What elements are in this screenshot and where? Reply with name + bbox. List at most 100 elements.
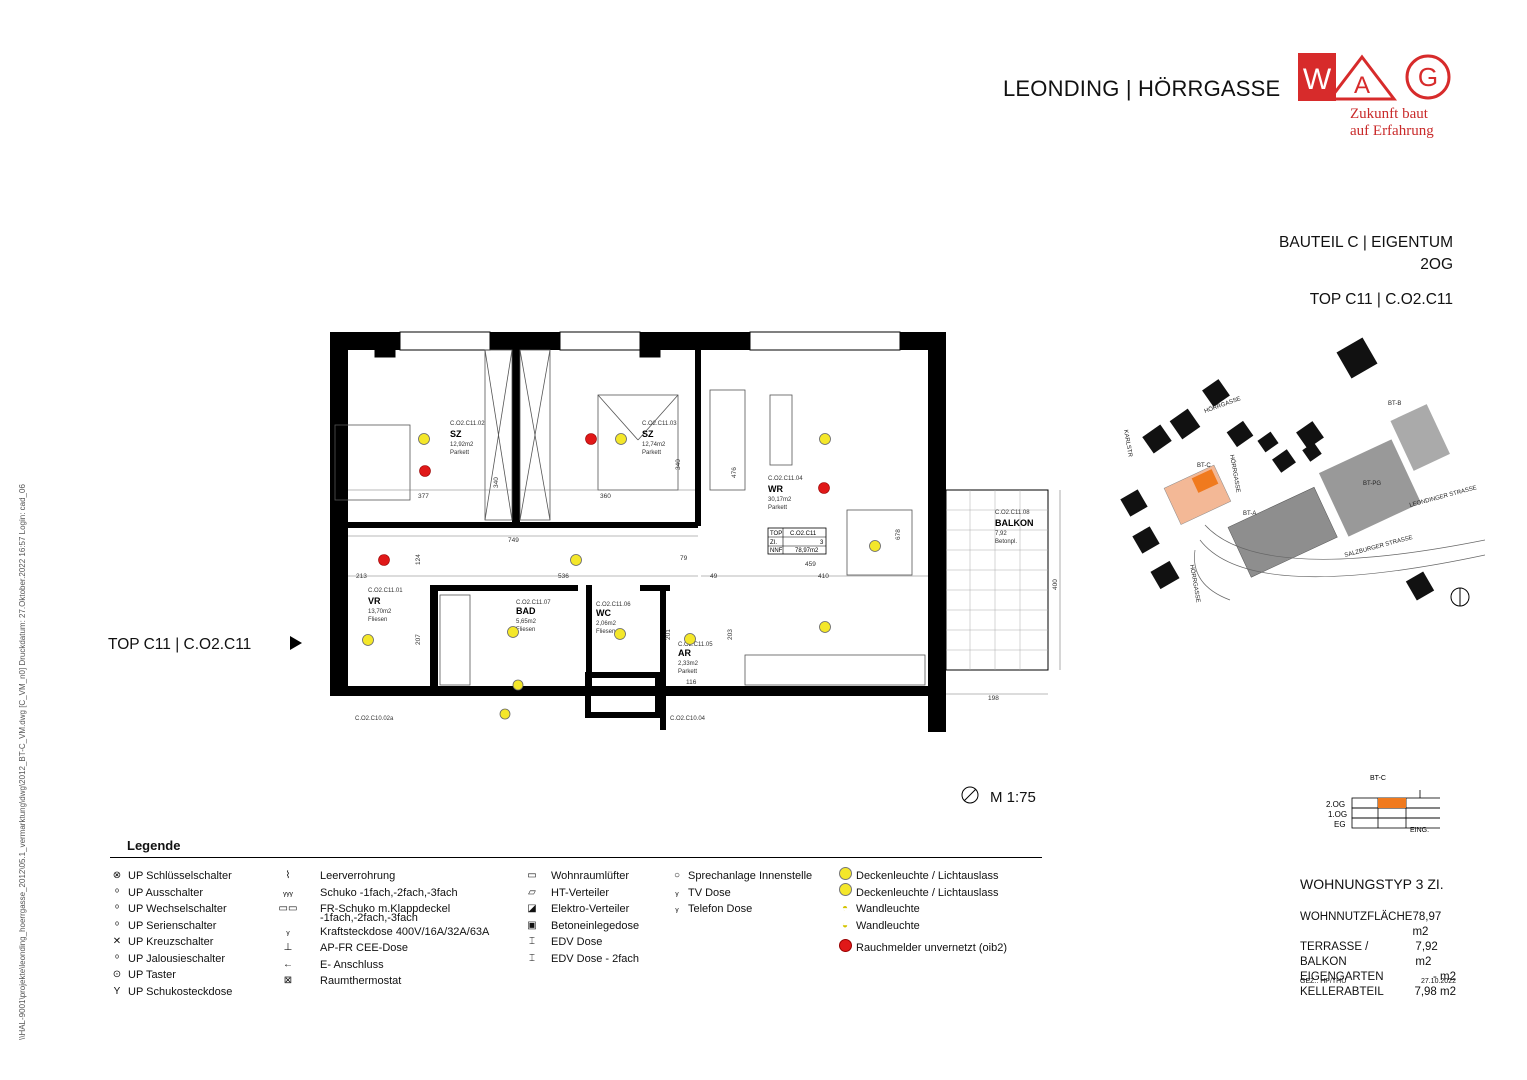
svg-text:13,70m2: 13,70m2 — [368, 609, 392, 615]
smoke-detector-icon — [838, 938, 852, 952]
file-path-stamp: \\HAL-9001\projekte\leonding_hoerrgasse_… — [18, 484, 27, 1040]
legend-item: ◒Wandleuchte — [836, 918, 1007, 935]
svg-text:Parkett: Parkett — [642, 450, 661, 456]
entry-unit-label: TOP C11 | C.O2.C11 — [108, 636, 252, 653]
concrete-box-icon: ▣ — [527, 919, 537, 931]
svg-text:HÖRRGASSE: HÖRRGASSE — [1188, 564, 1202, 603]
svg-text:HÖRRGASSE: HÖRRGASSE — [1228, 454, 1242, 493]
thermostat-icon: ⊠ — [283, 975, 293, 986]
legend-item: -1fach,-2fach,-3fach — [320, 911, 418, 924]
ceiling-light-icon — [615, 433, 627, 445]
svg-text:ZI.: ZI. — [770, 540, 777, 546]
windows — [374, 331, 901, 358]
dim-749: 749 — [508, 537, 519, 544]
wag-logo-graphic: W A G — [1298, 53, 1451, 101]
ht-panel-icon: ▱ — [528, 886, 536, 898]
dim-459: 459 — [805, 561, 816, 568]
svg-text:BAD: BAD — [516, 606, 536, 616]
drawing-date: 27.10.2022 — [1420, 978, 1456, 985]
svg-text:AR: AR — [678, 648, 691, 658]
floor-label: 2OG — [1420, 256, 1453, 273]
ceiling-light-icon — [819, 433, 831, 445]
svg-text:SALZBURGER STRASSE: SALZBURGER STRASSE — [1344, 535, 1414, 559]
svg-text:C.O2.C11.07: C.O2.C11.07 — [516, 600, 551, 606]
svg-text:C.O2.C11.04: C.O2.C11.04 — [768, 476, 803, 482]
legend-item: ⊠Raumthermostat — [258, 973, 489, 990]
legend-item: Rauchmelder unvernetzt (oib2) — [836, 938, 1007, 957]
svg-text:C.O2.C11.02: C.O2.C11.02 — [450, 421, 485, 427]
legend-item: ✕UP Kreuzschalter — [108, 934, 232, 951]
legend-item: Deckenleuchte / Lichtauslass — [836, 883, 1007, 902]
svg-text:C.O2.C11.01: C.O2.C11.01 — [368, 588, 403, 594]
svg-text:12,92m2: 12,92m2 — [450, 442, 474, 448]
adjacent-units: C.O2.C10.02a C.O2.C10.04 — [355, 716, 706, 722]
svg-text:WR: WR — [768, 484, 783, 494]
svg-text:VR: VR — [368, 596, 381, 606]
ceiling-light-icon — [614, 628, 626, 640]
ceiling-light-icon — [418, 433, 430, 445]
legend-col-lighting: Deckenleuchte / Lichtauslass Deckenleuch… — [836, 866, 1007, 957]
dim-377: 377 — [418, 493, 429, 500]
legend-item: ⌶EDV Dose - 2fach — [515, 951, 639, 968]
blind-switch-icon: ᵒ — [115, 952, 119, 964]
cross-switch-icon: ✕ — [112, 936, 122, 947]
page-title: LEONDING | HÖRRGASSE — [1003, 76, 1281, 101]
svg-text:EING.: EING. — [1410, 827, 1429, 834]
svg-text:LEONDINGER STRASSE: LEONDINGER STRASSE — [1409, 485, 1478, 509]
legend-item: ◓Wandleuchte — [836, 901, 1007, 918]
legend-item: ▭▭FR-Schuko m.Klappdeckel — [258, 901, 489, 918]
ceiling-light-x-icon — [838, 883, 852, 896]
entry-arrow-icon — [290, 636, 302, 650]
legend-item: ▱HT-Verteiler — [515, 885, 639, 902]
switch-icon: ᵒ — [115, 886, 119, 898]
svg-text:7,92: 7,92 — [995, 531, 1007, 537]
scale-label: M 1:75 — [961, 786, 1036, 806]
logo-tagline: Zukunft baut auf Erfahrung — [1350, 106, 1434, 140]
building-info: BAUTEIL C | EIGENTUM 2OG — [1279, 232, 1453, 276]
dim-410: 410 — [818, 573, 829, 580]
ceiling-light-icon — [869, 540, 881, 552]
apartment-type: WOHNUNGSTYP 3 ZI. — [1300, 876, 1444, 892]
tagline-line-2: auf Erfahrung — [1350, 123, 1434, 139]
ceiling-light-icon — [362, 634, 374, 646]
svg-text:EG: EG — [1334, 820, 1346, 829]
cee-socket-icon: ⊥ — [283, 942, 293, 953]
legend-item: ▣Betoneinlegedose — [515, 918, 639, 935]
legend-item: ←E- Anschluss — [258, 957, 489, 974]
svg-text:A: A — [1354, 72, 1370, 99]
wardrobes — [334, 349, 926, 686]
socket-icon: Y — [113, 985, 121, 997]
svg-text:TOP: TOP — [770, 531, 782, 537]
scale-text: M 1:75 — [990, 789, 1036, 806]
svg-text:C.O2.C11.06: C.O2.C11.06 — [596, 602, 631, 608]
svg-text:2.OG: 2.OG — [1326, 800, 1345, 809]
tv-socket-icon: ᵧ — [675, 886, 679, 898]
legend-item: ⊙UP Taster — [108, 967, 232, 984]
fixtures — [362, 433, 881, 720]
legend-item: Deckenleuchte / Lichtauslass — [836, 866, 1007, 885]
wall-light-icon — [512, 679, 524, 691]
svg-text:C.O2.C10.02a: C.O2.C10.02a — [355, 716, 394, 722]
data-socket-icon: ⌶ — [529, 936, 535, 947]
ceiling-light-icon — [819, 621, 831, 633]
dim-124: 124 — [415, 554, 422, 565]
tagline-line-1: Zukunft baut — [1350, 106, 1428, 122]
svg-text:BT-C: BT-C — [1197, 463, 1211, 469]
floor-indicator-title: BT-C — [1370, 775, 1386, 782]
ceiling-light-icon — [570, 554, 582, 566]
dim-360: 360 — [600, 493, 611, 500]
dim-116: 116 — [686, 679, 697, 686]
legend-title: Legende — [127, 838, 181, 853]
floor-indicator-graphic: BT-C 2.OG 1.OG EG EING. — [1326, 775, 1443, 834]
conduit-icon: ⌇ — [285, 870, 291, 881]
